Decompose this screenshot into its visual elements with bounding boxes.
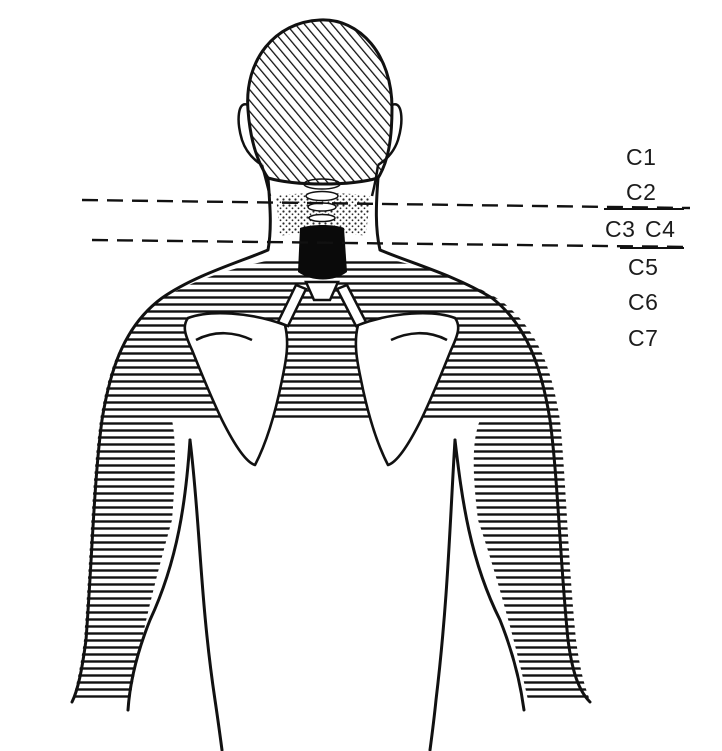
label-c3: C3 <box>605 218 635 241</box>
label-c1: C1 <box>626 146 656 169</box>
boundary-line-c4-c5 <box>92 240 690 247</box>
boundary-line-c2-c3 <box>82 200 690 208</box>
label-c5: C5 <box>628 256 658 279</box>
label-c7: C7 <box>628 327 658 350</box>
label-c2: C2 <box>626 181 656 204</box>
label-c6: C6 <box>628 291 658 314</box>
label-c4: C4 <box>645 218 675 241</box>
head <box>239 20 402 196</box>
neck-solid <box>298 225 347 280</box>
boundary-lines <box>82 200 690 247</box>
shoulder-arm-hatching <box>60 255 620 715</box>
